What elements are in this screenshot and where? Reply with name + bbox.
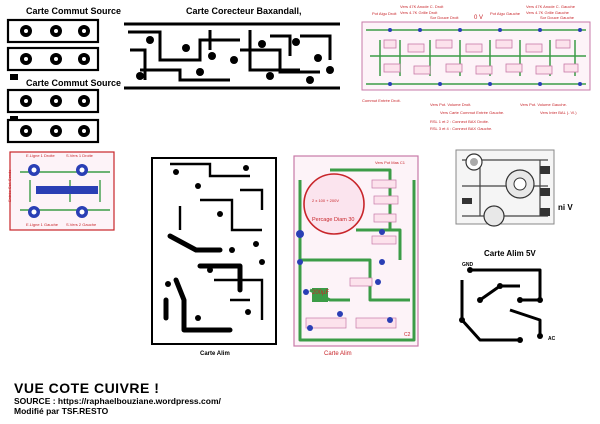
label-vers-bal: Vers Inter BAL (- Vl.) — [540, 110, 577, 115]
footer-source: SOURCE : https://raphaelbouziane.wordpre… — [14, 396, 221, 406]
label-sortie-gauche: Sor Douce Gauche — [540, 15, 575, 20]
label-rsl3: RSL 3 et 4 : Connect BAX Gauche. — [430, 126, 492, 131]
footer: VUE COTE CUIVRE ! SOURCE : https://rapha… — [14, 380, 221, 416]
label-entree-2: S.Vers 1 Droite — [66, 153, 94, 158]
label-rsl1: RSL 1 et 2 : Connect BAX Droite. — [430, 119, 489, 124]
board-alim-mid: 2 x 100 + 200V Percage Diam 30 200µF C2 … — [293, 155, 419, 357]
label-vers-commut: Vers Carte Commut Entrée Gauche. — [440, 110, 504, 115]
label-pot-aigu-gauche: Pot Aigu Gauche — [490, 11, 521, 16]
label-ni: ni V — [558, 203, 573, 212]
label-vers-47k-droit: Vers 47K Anode C. Droit — [400, 4, 444, 9]
title-commut-source-2: Carte Commut Source — [26, 78, 121, 88]
footer-title: VUE COTE CUIVRE ! — [14, 380, 160, 396]
label-pot-sel: Entrée Sel. Sonde — [7, 169, 12, 202]
label-vers-grille-gauche: Vers 4.7K Grille Gauche — [526, 10, 570, 15]
label-0v: 0 V — [474, 15, 483, 21]
label-transfo: 2 x 100 + 200V — [312, 198, 339, 203]
title-alim-mid: Carte Alim — [324, 351, 352, 357]
label-pot-aigu-droit: Pot Aigu Droit — [372, 11, 397, 16]
board-alim-left: Carte Alim — [151, 157, 277, 357]
label-ac: AC — [548, 336, 556, 342]
label-c2: C2 — [404, 332, 411, 338]
title-baxandall: Carte Corecteur Baxandall, — [186, 6, 302, 16]
label-mid-top: Vers Pot Mas C1 — [375, 160, 406, 165]
board-alim-5v: Carte Alim 5V GND AC — [459, 249, 556, 343]
label-gnd: GND — [462, 262, 474, 268]
footer-modif: Modifié par TSF.RESTO — [14, 406, 109, 416]
board-regulator: ni V — [455, 149, 573, 227]
label-pot-vol-gauche: Vers Pot. Volume Gauche. — [520, 102, 567, 107]
label-c200: 200µF — [312, 290, 329, 296]
board-entree: E.Ligne 1 Droite S.Vers 1 Droite E.Ligne… — [7, 151, 115, 231]
label-pot-vol-droit: Vers Pot. Volume Droit. — [430, 102, 471, 107]
label-entree-3: E.Ligne 1 Gauche — [26, 222, 59, 227]
label-percage: Percage Diam 30 — [312, 217, 355, 223]
board-top-right: Pot Aigu Droit Vers 47K Anode C. Droit V… — [361, 4, 591, 131]
label-vers-47k-gauche: Vers 47K Anode C. Gauche — [526, 4, 576, 9]
title-commut-source: Carte Commut Source — [26, 6, 121, 16]
label-sortie-droit: Sor Douce Droit — [430, 15, 459, 20]
title-alim-left: Carte Alim — [200, 351, 230, 357]
label-commut-droit: Commut Entrée Droit. — [362, 98, 401, 103]
label-entree-1: E.Ligne 1 Droite — [26, 153, 55, 158]
board-commut-source: Carte Commut Source Carte Commut Source — [6, 6, 121, 144]
label-vers-grille-droit: Vers 4.7K Grille Droit — [400, 10, 438, 15]
title-alim-5v: Carte Alim 5V — [484, 249, 536, 258]
label-entree-4: S.Vers 2 Gauche — [66, 222, 97, 227]
board-baxandall: Carte Corecteur Baxandall, — [124, 6, 340, 90]
